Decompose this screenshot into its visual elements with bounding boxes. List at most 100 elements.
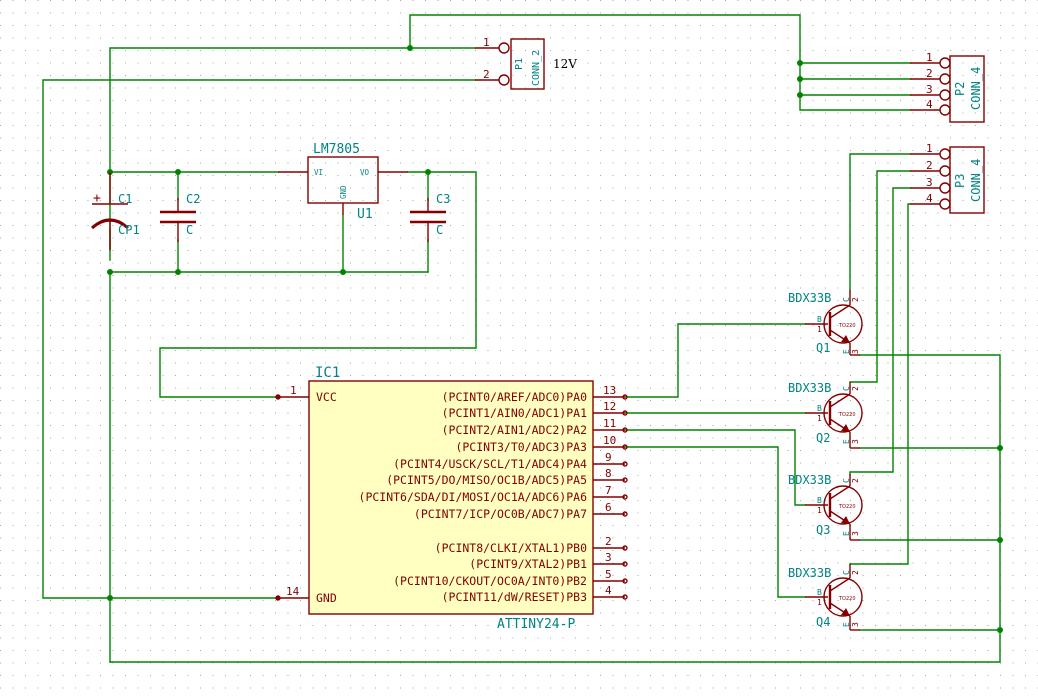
connector-p1: 1 2 P1 CONN_2	[475, 36, 545, 90]
q1-emitter-label: E	[842, 349, 851, 354]
p3-pin-3: 3	[926, 176, 933, 189]
ic1-pin-row: 7(PCINT6/SDA/DI/MOSI/OC1A/ADC6)PA6	[359, 484, 628, 504]
q3-package-mark: TO220	[838, 504, 856, 510]
transistor-q1: BDX33B Q1 B 1 C 2 E 3 TO220	[788, 290, 863, 356]
capacitor-c2: C2 C	[160, 192, 200, 242]
ic1-pin-name: (PCINT1/AIN0/ADC1)PA1	[442, 406, 587, 420]
ic1-pin-vcc-num: 1	[290, 384, 297, 397]
ic1-pin-num: 6	[605, 501, 612, 514]
q3-pin-2: 2	[851, 478, 860, 483]
p3-pin-2: 2	[926, 159, 933, 172]
q2-pin-3: 3	[851, 439, 860, 444]
ic1-pin-num: 4	[605, 584, 612, 597]
p1-pin-2: 2	[483, 68, 490, 81]
ic1-value: ATTINY24-P	[497, 617, 575, 632]
ic1-pin-num: 5	[605, 568, 612, 581]
connector-p2: 1 2 3 4 P2 CONN_4	[910, 51, 985, 123]
ic1-pin-row: 6 (PCINT7/ICP/OC0B/ADC7)PA7	[414, 501, 628, 521]
transistor-q3: BDX33B Q3 B 1 C 2 E 3 TO220	[788, 473, 863, 541]
q3-value: BDX33B	[788, 473, 831, 487]
p2-value: CONN_4	[969, 67, 983, 110]
q1-collector-label: C	[842, 297, 851, 302]
q1-package-mark: TO220	[838, 323, 856, 329]
p2-pin-4: 4	[926, 98, 933, 111]
p3-value: CONN_4	[969, 159, 983, 202]
ic1-pin-name: (PCINT10/CKOUT/OC0A/INT0)PB2	[393, 574, 587, 588]
q1-value: BDX33B	[788, 291, 831, 305]
capacitor-c1: + C1 CP1	[91, 172, 140, 250]
p2-pin-3: 3	[926, 83, 933, 96]
ic1-pin-row: 11(PCINT2/AIN1/ADC2)PA2	[442, 417, 628, 437]
u1-gnd-label: GND	[339, 185, 348, 199]
q4-collector-label: C	[842, 570, 851, 575]
c1-plus: +	[93, 191, 101, 206]
q3-emitter-label: E	[842, 531, 851, 536]
q4-emitter-label: E	[842, 622, 851, 627]
q4-base-label: B	[817, 588, 822, 597]
p2-pin-2: 2	[926, 67, 933, 80]
p1-value: CONN_2	[531, 50, 542, 86]
ic1-pin-num: 10	[603, 434, 616, 447]
ic1-pin-num: 9	[605, 451, 612, 464]
ic1-pin-name: (PCINT0/AREF/ADC0)PA0	[442, 390, 587, 404]
q1-pin-3: 3	[851, 349, 860, 354]
q4-package-mark: TO220	[838, 596, 856, 602]
p2-ref: P2	[953, 82, 967, 96]
p1-ref: P1	[514, 58, 525, 70]
q2-pin-1: 1	[817, 414, 822, 423]
q4-value: BDX33B	[788, 566, 831, 580]
capacitor-c3: C3 C	[410, 192, 450, 242]
ic1-pin-row: 3 (PCINT9/XTAL2)PB1	[469, 551, 628, 571]
ic1-pin-name: (PCINT3/T0/ADC3)PA3	[455, 440, 587, 454]
c2-value: C	[186, 223, 193, 237]
ic1-pin-row: 9 (PCINT4/USCK/SCL/T1/ADC4)PA4	[393, 451, 628, 471]
q1-base-label: B	[817, 315, 822, 324]
u1-vo-label: VO	[360, 168, 370, 177]
ic1-right-pins: 13 (PCINT0/AREF/ADC0)PA0 12 (PCINT1/AIN0/A…	[359, 384, 628, 604]
q4-pin-3: 3	[851, 622, 860, 627]
ic1-pin-num: 2	[605, 535, 612, 548]
u1-ref: U1	[357, 207, 373, 222]
q3-collector-label: C	[842, 478, 851, 483]
ic1-pin-gnd-num: 14	[286, 585, 300, 598]
q3-base-label: B	[817, 496, 822, 505]
q4-ref: Q4	[816, 615, 830, 629]
ic1-pin-num: 12	[603, 400, 616, 413]
q2-package-mark: TO220	[838, 412, 856, 418]
ic-ic1: 1 14 VCC GND IC1 ATTINY24-P 13(PCINT0/AR…	[275, 365, 628, 632]
connector-p3: 1 2 3 4 P3 CONN_4	[910, 142, 985, 214]
c3-ref: C3	[436, 192, 450, 206]
ic1-pin-row: 13 (PCINT0/AREF/ADC0)PA0	[442, 384, 628, 404]
ic1-pin-name: (PCINT7/ICP/OC0B/ADC7)PA7	[414, 507, 587, 521]
ic1-pin-name: (PCINT4/USCK/SCL/T1/ADC4)PA4	[393, 457, 587, 471]
c1-ref: C1	[118, 192, 132, 206]
q3-pin-3: 3	[851, 531, 860, 536]
ic1-pin-num: 13	[603, 384, 616, 397]
ic1-pin-name: (PCINT11/dW/RESET)PB3	[442, 590, 587, 604]
note-12v: 12V	[553, 57, 577, 71]
ic1-pin-name: (PCINT2/AIN1/ADC2)PA2	[442, 423, 587, 437]
q2-pin-2: 2	[851, 386, 860, 391]
ic1-pin-name: (PCINT9/XTAL2)PB1	[469, 557, 587, 571]
p3-pin-1: 1	[926, 142, 933, 155]
q4-pin-1: 1	[817, 598, 822, 607]
q4-pin-2: 2	[851, 570, 860, 575]
ic1-pin-row: 4 (PCINT11/dW/RESET)PB3	[442, 584, 628, 604]
q1-ref: Q1	[816, 341, 830, 355]
regulator-u1: VI VO GND LM7805 U1	[278, 142, 408, 222]
q1-pin-2: 2	[851, 297, 860, 302]
q2-collector-label: C	[842, 386, 851, 391]
ic1-gnd-label: GND	[316, 591, 337, 605]
ic1-pin-num: 8	[605, 467, 612, 480]
ic1-vcc-label: VCC	[316, 390, 337, 404]
ic1-pin-num: 3	[605, 551, 612, 564]
c1-value: CP1	[118, 223, 140, 237]
ic1-pin-name: (PCINT8/CLKI/XTAL1)PB0	[435, 541, 587, 555]
transistor-q2: BDX33B Q2 B 1 C 2 E 3 TO220	[788, 381, 863, 449]
transistor-q4: BDX33B Q4 B 1 C 2 E 3 TO220	[788, 564, 863, 631]
q3-pin-1: 1	[817, 506, 822, 515]
ic1-pin-num: 7	[605, 484, 612, 497]
q3-ref: Q3	[816, 523, 830, 537]
q2-emitter-label: E	[842, 439, 851, 444]
